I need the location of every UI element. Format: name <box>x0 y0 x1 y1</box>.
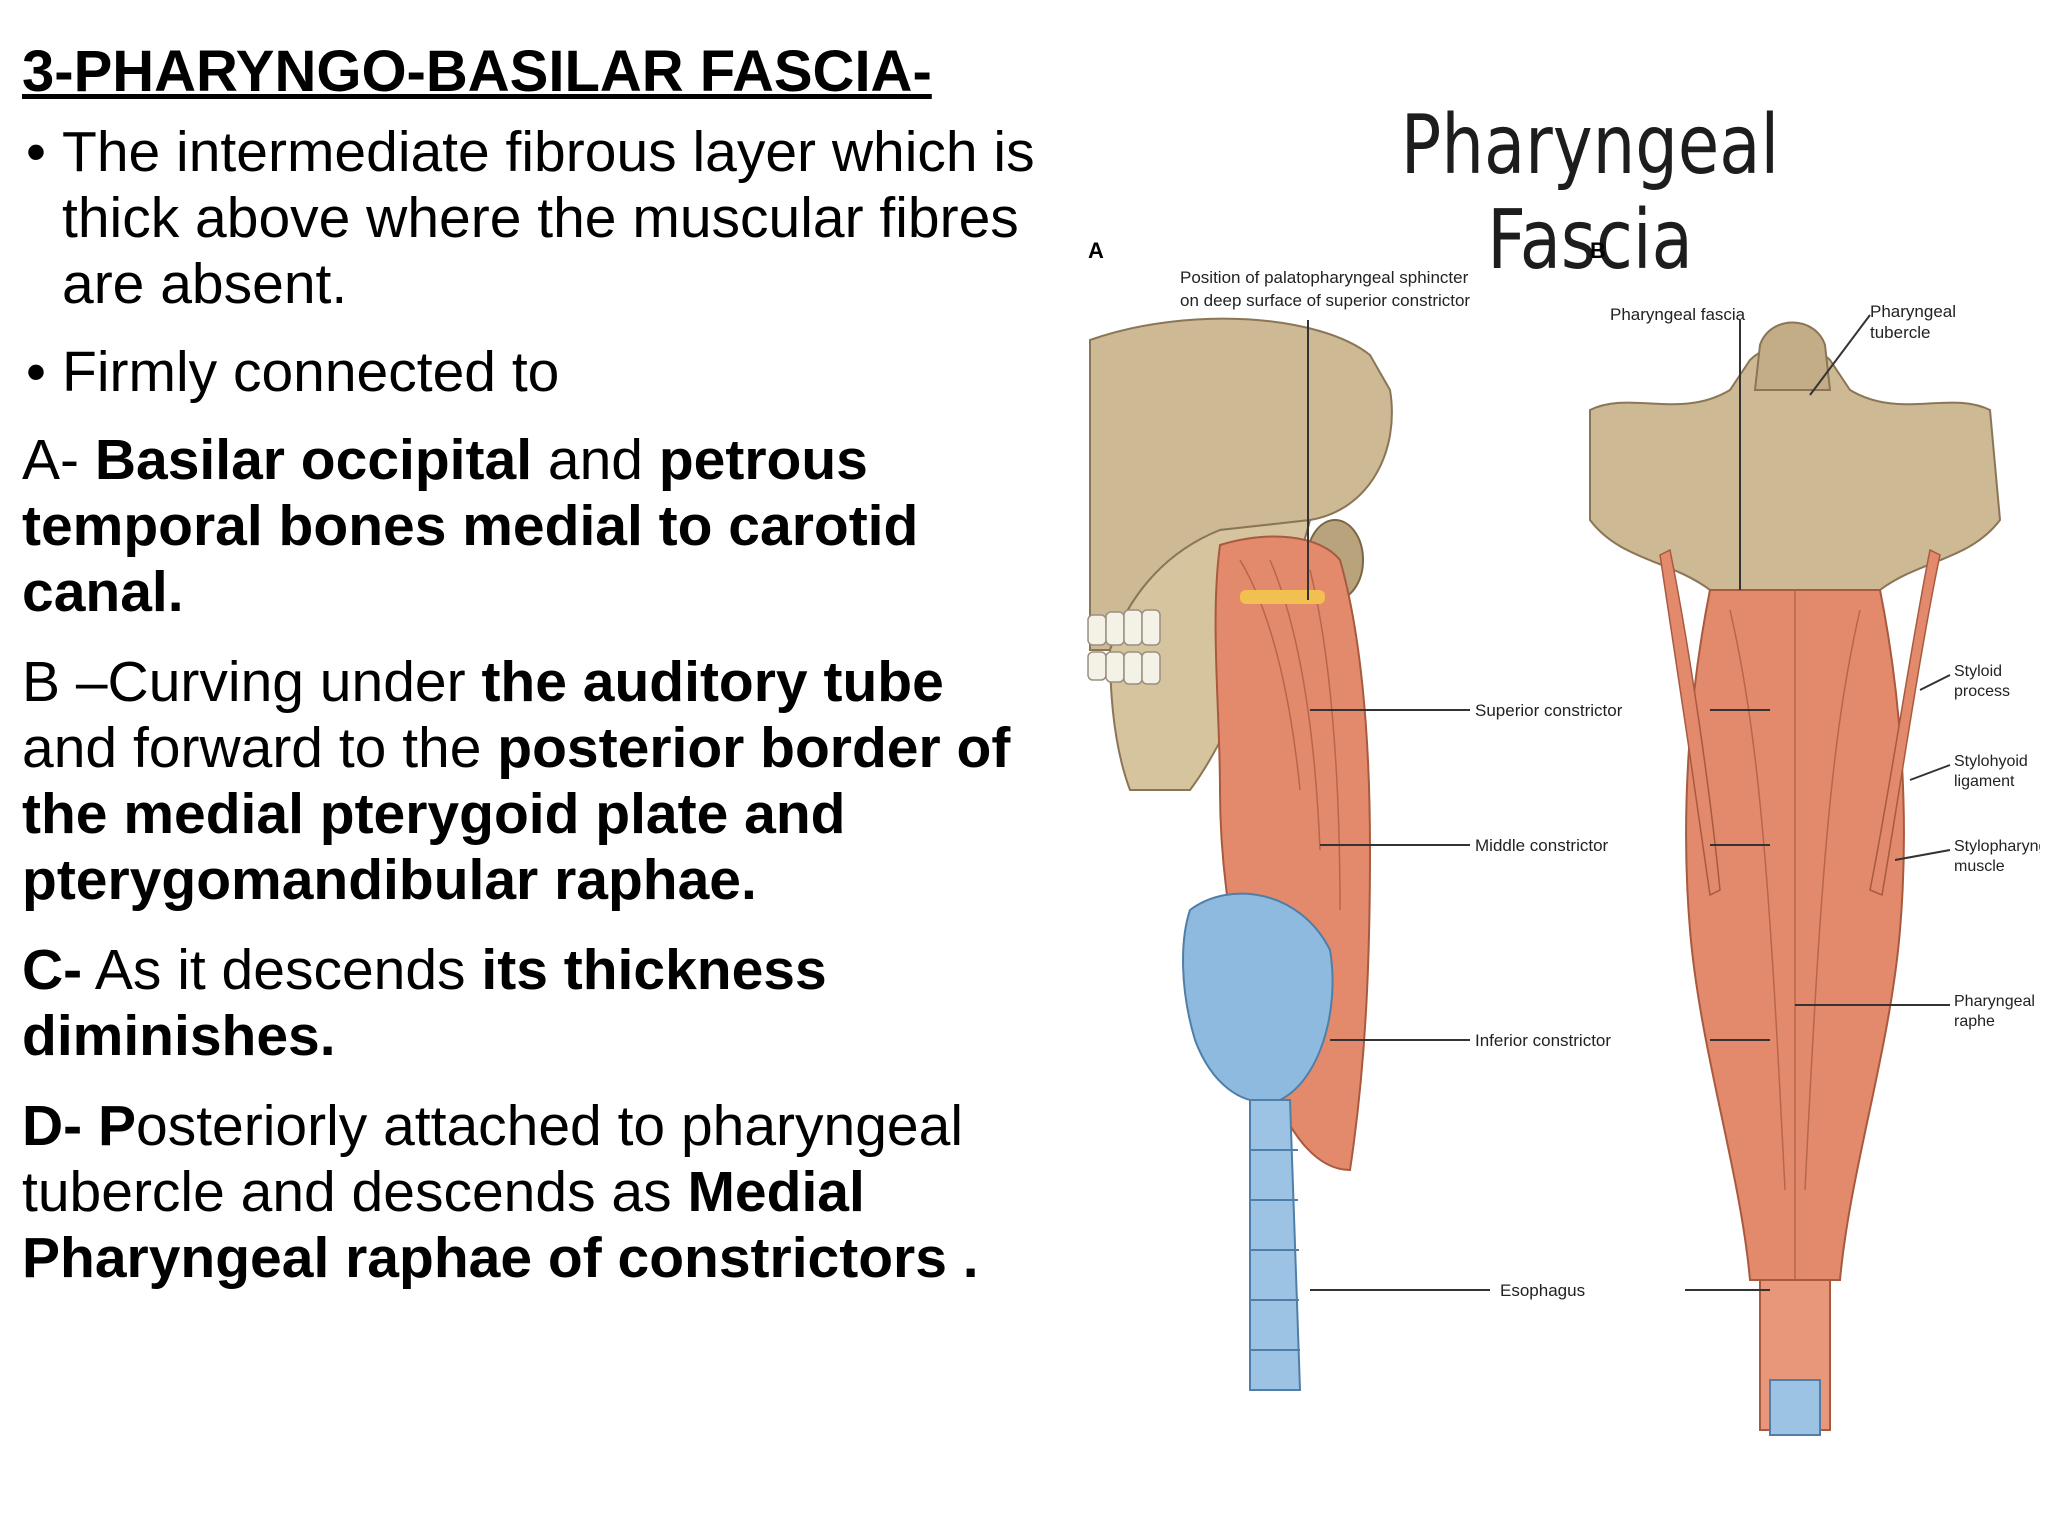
panel-a-label: A <box>1088 238 1104 263</box>
larynx-cartilage <box>1182 892 1334 1391</box>
bullet-text: Firmly connected to <box>62 339 560 404</box>
skull-base-posterior <box>1589 321 2002 591</box>
label-stylohyoid-line2: ligament <box>1954 773 2015 790</box>
bullet-dot: • <box>26 119 46 184</box>
stylopharyngeus-muscles <box>1659 548 1941 897</box>
label-stylopharyngeus-line2: muscle <box>1954 858 2005 875</box>
point-c: C- As it descends its thickness diminish… <box>22 937 1042 1069</box>
bullet-fibrous-layer: • The intermediate fibrous layer which i… <box>22 119 1042 317</box>
label-superior-constrictor: Superior constrictor <box>1475 701 1623 720</box>
label-middle-constrictor: Middle constrictor <box>1475 836 1609 855</box>
label-stylohyoid-line1: Stylohyoid <box>1954 753 2028 770</box>
point-a-text: and <box>532 427 659 492</box>
label-sphincter-line1: Position of palatopharyngeal sphincter <box>1180 268 1469 287</box>
bullet-text: The intermediate fibrous layer which is … <box>62 119 1035 316</box>
point-b-text: and forward to the <box>22 715 498 780</box>
leader-lines <box>1307 314 1951 1291</box>
label-raphe-line1: Pharyngeal <box>1954 993 2035 1010</box>
label-tubercle-line2: tubercle <box>1870 323 1930 342</box>
label-styloid-line2: process <box>1954 683 2010 700</box>
point-a: A- Basilar occipital and petrous tempora… <box>22 427 1042 625</box>
figure-title: Pharyngeal Fascia <box>1400 98 1780 288</box>
slide-text: 3-PHARYNGO-BASILAR FASCIA- • The interme… <box>22 39 1042 1315</box>
point-d-prefix: D- P <box>22 1093 136 1158</box>
point-c-bold: its thickness diminishes. <box>22 937 827 1068</box>
point-b-bold-2: posterior border of the medial pterygoid… <box>22 715 1011 912</box>
bullet-dot: • <box>26 339 46 404</box>
point-a-bold-2: petrous temporal bones medial to carotid… <box>22 427 919 624</box>
point-d-text: osteriorly attached to pharyngeal tuberc… <box>22 1093 964 1224</box>
point-a-prefix: A- <box>22 427 95 492</box>
point-b-bold-1: the auditory tube <box>481 649 944 714</box>
point-c-text: As it descends <box>82 937 482 1002</box>
label-pharyngeal-fascia: Pharyngeal fascia <box>1610 305 1746 324</box>
label-tubercle-line1: Pharyngeal <box>1870 302 1956 321</box>
bullet-connected: • Firmly connected to <box>22 339 1042 405</box>
point-c-prefix: C- <box>22 937 83 1002</box>
teeth-drawing <box>1087 609 1161 685</box>
point-b: B –Curving under the auditory tube and f… <box>22 649 1042 913</box>
label-inferior-constrictor: Inferior constrictor <box>1475 1031 1611 1050</box>
label-styloid-line1: Styloid <box>1954 663 2002 680</box>
point-a-bold-1: Basilar occipital <box>94 427 533 492</box>
label-raphe-line2: raphe <box>1954 1013 1995 1030</box>
panel-b-label: B <box>1590 238 1606 263</box>
anatomy-figure: Pharyngeal Fascia <box>1070 90 2040 1470</box>
posterior-pharynx-muscle <box>1685 589 1905 1436</box>
anatomy-illustration: A B Position of palatopharyngeal sphinct… <box>1087 238 2040 1436</box>
point-d: D- Posteriorly attached to pharyngeal tu… <box>22 1093 1042 1291</box>
point-d-bold: Medial Pharyngeal raphae of constrictors… <box>22 1159 979 1290</box>
label-stylopharyngeus-line1: Stylopharyngeus <box>1954 838 2040 855</box>
slide-title: 3-PHARYNGO-BASILAR FASCIA- <box>22 39 932 104</box>
label-esophagus: Esophagus <box>1500 1281 1585 1300</box>
point-b-prefix: B –Curving under <box>22 649 482 714</box>
label-sphincter-line2: on deep surface of superior constrictor <box>1180 291 1470 310</box>
